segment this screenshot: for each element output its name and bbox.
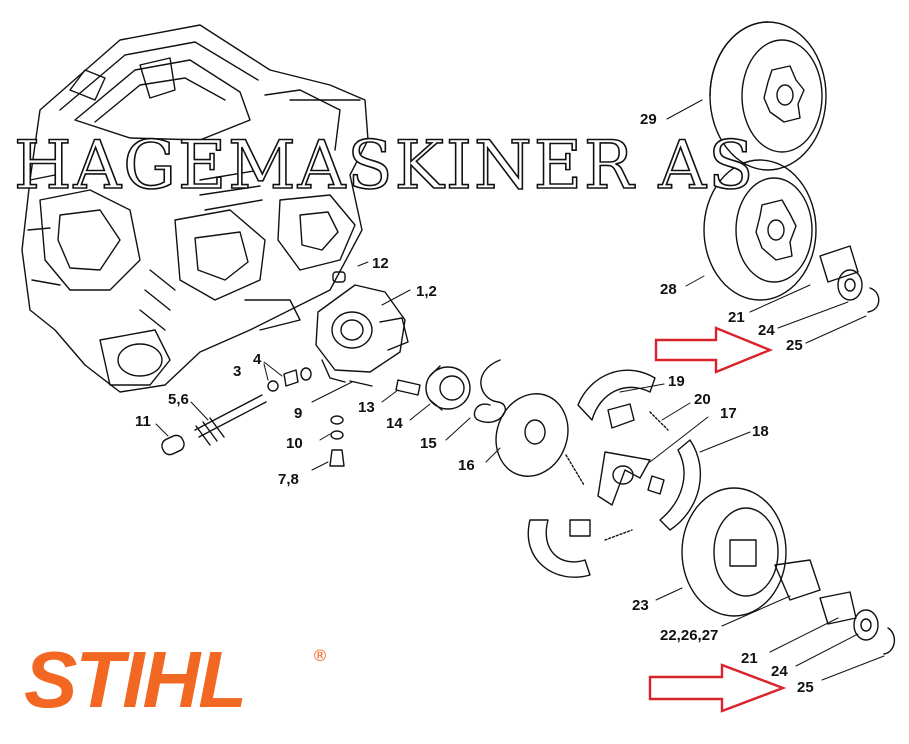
part-label-11: 11 [135,413,151,430]
part-label-5-6: 5,6 [168,391,189,408]
part-label-23: 23 [632,597,649,614]
part-label-7-8: 7,8 [278,471,299,488]
stihl-logo: STIHL [24,635,247,724]
part-label-22-26-27: 22,26,27 [660,627,719,644]
part-label-1-2: 1,2 [416,283,437,300]
clutch-disc [495,393,569,477]
red-arrows [648,326,787,713]
red-arrow-upper [654,326,774,374]
part-label-12: 12 [372,255,389,272]
sprocket-drum-28 [703,159,880,313]
part-label-24-lower: 24 [771,663,788,680]
sprocket-drum-23 [681,487,895,655]
part-label-21: 21 [728,309,745,326]
part-label-14: 14 [386,415,403,432]
part-label-21-lower: 21 [741,650,758,667]
registered-mark: ® [312,646,328,665]
part-label-25-lower: 25 [797,679,814,696]
part-label-3: 3 [233,363,242,380]
small-hardware [267,367,421,467]
part-label-25: 25 [786,337,803,354]
part-label-13: 13 [358,399,375,416]
part-label-19: 19 [668,373,685,390]
part-label-20: 20 [694,391,711,408]
sprocket-drum-29 [709,21,827,171]
watermark-text: HAGEMASKINER AS [13,127,756,204]
seal-and-spring [425,359,506,423]
part-label-4: 4 [253,351,262,368]
oil-pump-assembly [315,271,409,383]
part-label-15: 15 [420,435,437,452]
red-arrow-lower [648,663,787,713]
part-label-9: 9 [294,405,303,422]
part-label-24: 24 [758,322,775,339]
part-label-29: 29 [640,111,657,128]
part-label-17: 17 [720,405,737,422]
engine-housing [21,24,369,393]
clutch-assembly [527,369,702,578]
part-label-28: 28 [660,281,677,298]
worm-gear-shaft [161,394,267,456]
part-label-10: 10 [286,435,303,452]
part-label-18: 18 [752,423,769,440]
leader-lines [155,99,885,681]
part-label-16: 16 [458,457,475,474]
